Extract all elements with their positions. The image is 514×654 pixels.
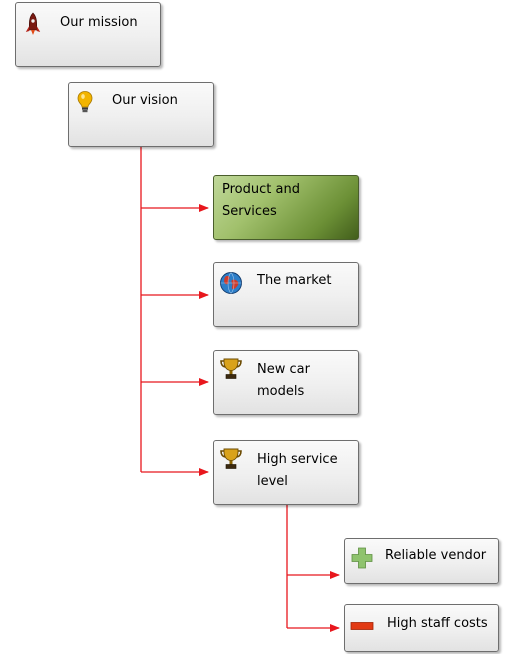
node-our-mission[interactable]: Our mission [15, 2, 161, 67]
node-label: Product and Services [222, 179, 300, 223]
trophy-icon [220, 448, 242, 469]
node-label-line-2: Services [222, 204, 277, 219]
rocket-icon [25, 12, 41, 35]
node-label-line-1: New car [257, 362, 310, 377]
node-label-line-2: level [257, 474, 288, 489]
node-high-staff-costs[interactable]: High staff costs [344, 604, 499, 652]
minus-icon [350, 622, 374, 630]
globe-icon [220, 272, 242, 294]
node-new-car-models[interactable]: New car models [213, 350, 359, 415]
node-the-market[interactable]: The market [213, 262, 359, 327]
node-label: Our vision [112, 93, 178, 108]
plus-icon [351, 547, 373, 569]
lightbulb-icon [77, 91, 93, 113]
node-our-vision[interactable]: Our vision [68, 82, 214, 147]
trophy-icon [220, 358, 242, 379]
node-high-service-level[interactable]: High service level [213, 440, 359, 505]
node-label: Reliable vendor [385, 548, 487, 563]
node-label: New car models [257, 359, 310, 403]
node-label: Our mission [60, 15, 138, 30]
node-label: High staff costs [387, 616, 488, 631]
node-label: The market [257, 273, 332, 288]
node-product-and-services[interactable]: Product and Services [213, 175, 359, 240]
node-label-line-1: Product and [222, 182, 300, 197]
node-label-line-1: High service [257, 452, 338, 467]
node-reliable-vendor[interactable]: Reliable vendor [344, 538, 499, 584]
node-label-line-2: models [257, 384, 305, 399]
node-label: High service level [257, 449, 338, 493]
